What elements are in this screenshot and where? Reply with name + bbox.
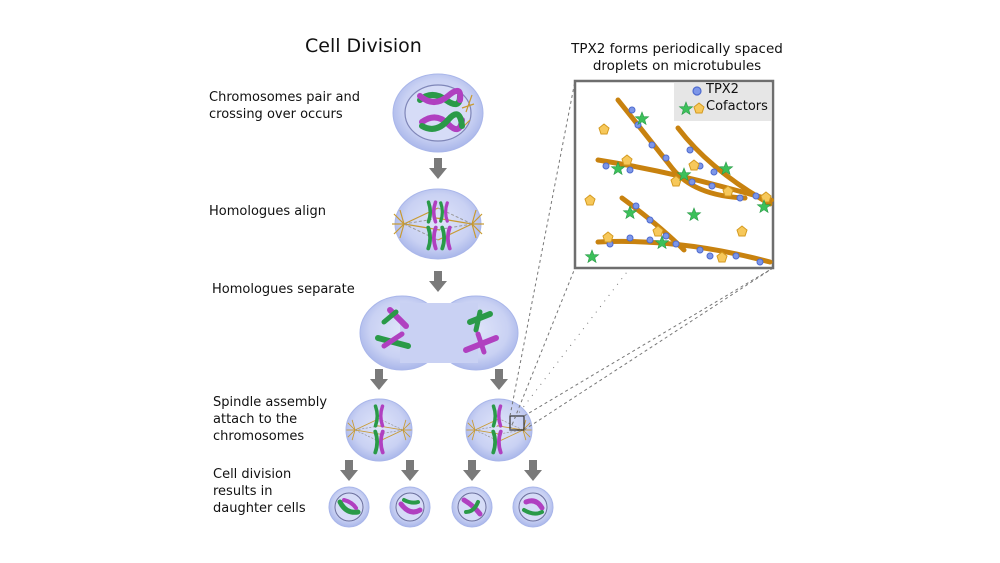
step-4-label: Spindle assembly attach to the chromosom… xyxy=(213,394,327,445)
daughter-cell-3 xyxy=(451,486,493,528)
inset-title-line-2: droplets on microtubules xyxy=(592,58,762,74)
step-4-line-2: attach to the xyxy=(213,412,298,427)
step-5-line-3: daughter cells xyxy=(213,501,306,516)
cell-crossing-over xyxy=(392,73,484,153)
cofactor-star-legend-icon xyxy=(678,101,694,116)
step-3-line-1: Homologues separate xyxy=(212,282,355,297)
step-5-line-1: Cell division xyxy=(213,467,292,482)
arrow-down-4a xyxy=(340,460,358,481)
cell-homologues-separate xyxy=(359,295,519,371)
arrow-down-4c xyxy=(463,460,481,481)
tpx2-droplets xyxy=(602,106,764,266)
arrow-down-4b xyxy=(401,460,419,481)
cell-spindle-left xyxy=(345,398,413,462)
step-1-line-2: crossing over occurs xyxy=(209,107,343,122)
inset-panel xyxy=(573,79,775,270)
inset-title: TPX2 forms periodically spaced droplets … xyxy=(557,41,797,75)
legend-tpx2-label: TPX2 xyxy=(706,82,739,97)
diagram-title: Cell Division xyxy=(305,35,422,57)
step-4-line-3: chromosomes xyxy=(213,429,305,444)
daughter-cell-1 xyxy=(328,486,370,528)
inset-title-line-1: TPX2 forms periodically spaced xyxy=(571,41,783,57)
cell-spindle-right xyxy=(465,398,533,462)
step-2-line-1: Homologues align xyxy=(209,204,326,219)
step-3-label: Homologues separate xyxy=(212,281,355,298)
step-5-label: Cell division results in daughter cells xyxy=(213,466,306,517)
tpx2-legend-icon xyxy=(692,86,702,96)
arrow-down-4d xyxy=(524,460,542,481)
cofactor-pentagon-legend-icon xyxy=(693,102,705,114)
step-5-line-2: results in xyxy=(213,484,273,499)
arrow-down-1 xyxy=(429,158,447,179)
zoom-region-box xyxy=(509,415,525,431)
daughter-cell-2 xyxy=(389,486,431,528)
step-1-label: Chromosomes pair and crossing over occur… xyxy=(209,89,360,123)
cell-homologues-align xyxy=(391,188,485,260)
microtubule-5 xyxy=(595,238,773,265)
step-4-line-1: Spindle assembly xyxy=(213,395,328,410)
daughter-cell-4 xyxy=(512,486,554,528)
step-2-label: Homologues align xyxy=(209,203,326,220)
step-1-line-1: Chromosomes pair and xyxy=(209,90,361,105)
zoom-guide-lines xyxy=(509,80,774,431)
arrow-down-3b xyxy=(490,369,508,390)
legend-cofactors-label: Cofactors xyxy=(706,99,768,114)
cofactor-stars xyxy=(584,111,772,264)
arrow-down-2 xyxy=(429,271,447,292)
cofactor-pentagons xyxy=(584,123,772,263)
arrow-down-3a xyxy=(370,369,388,390)
